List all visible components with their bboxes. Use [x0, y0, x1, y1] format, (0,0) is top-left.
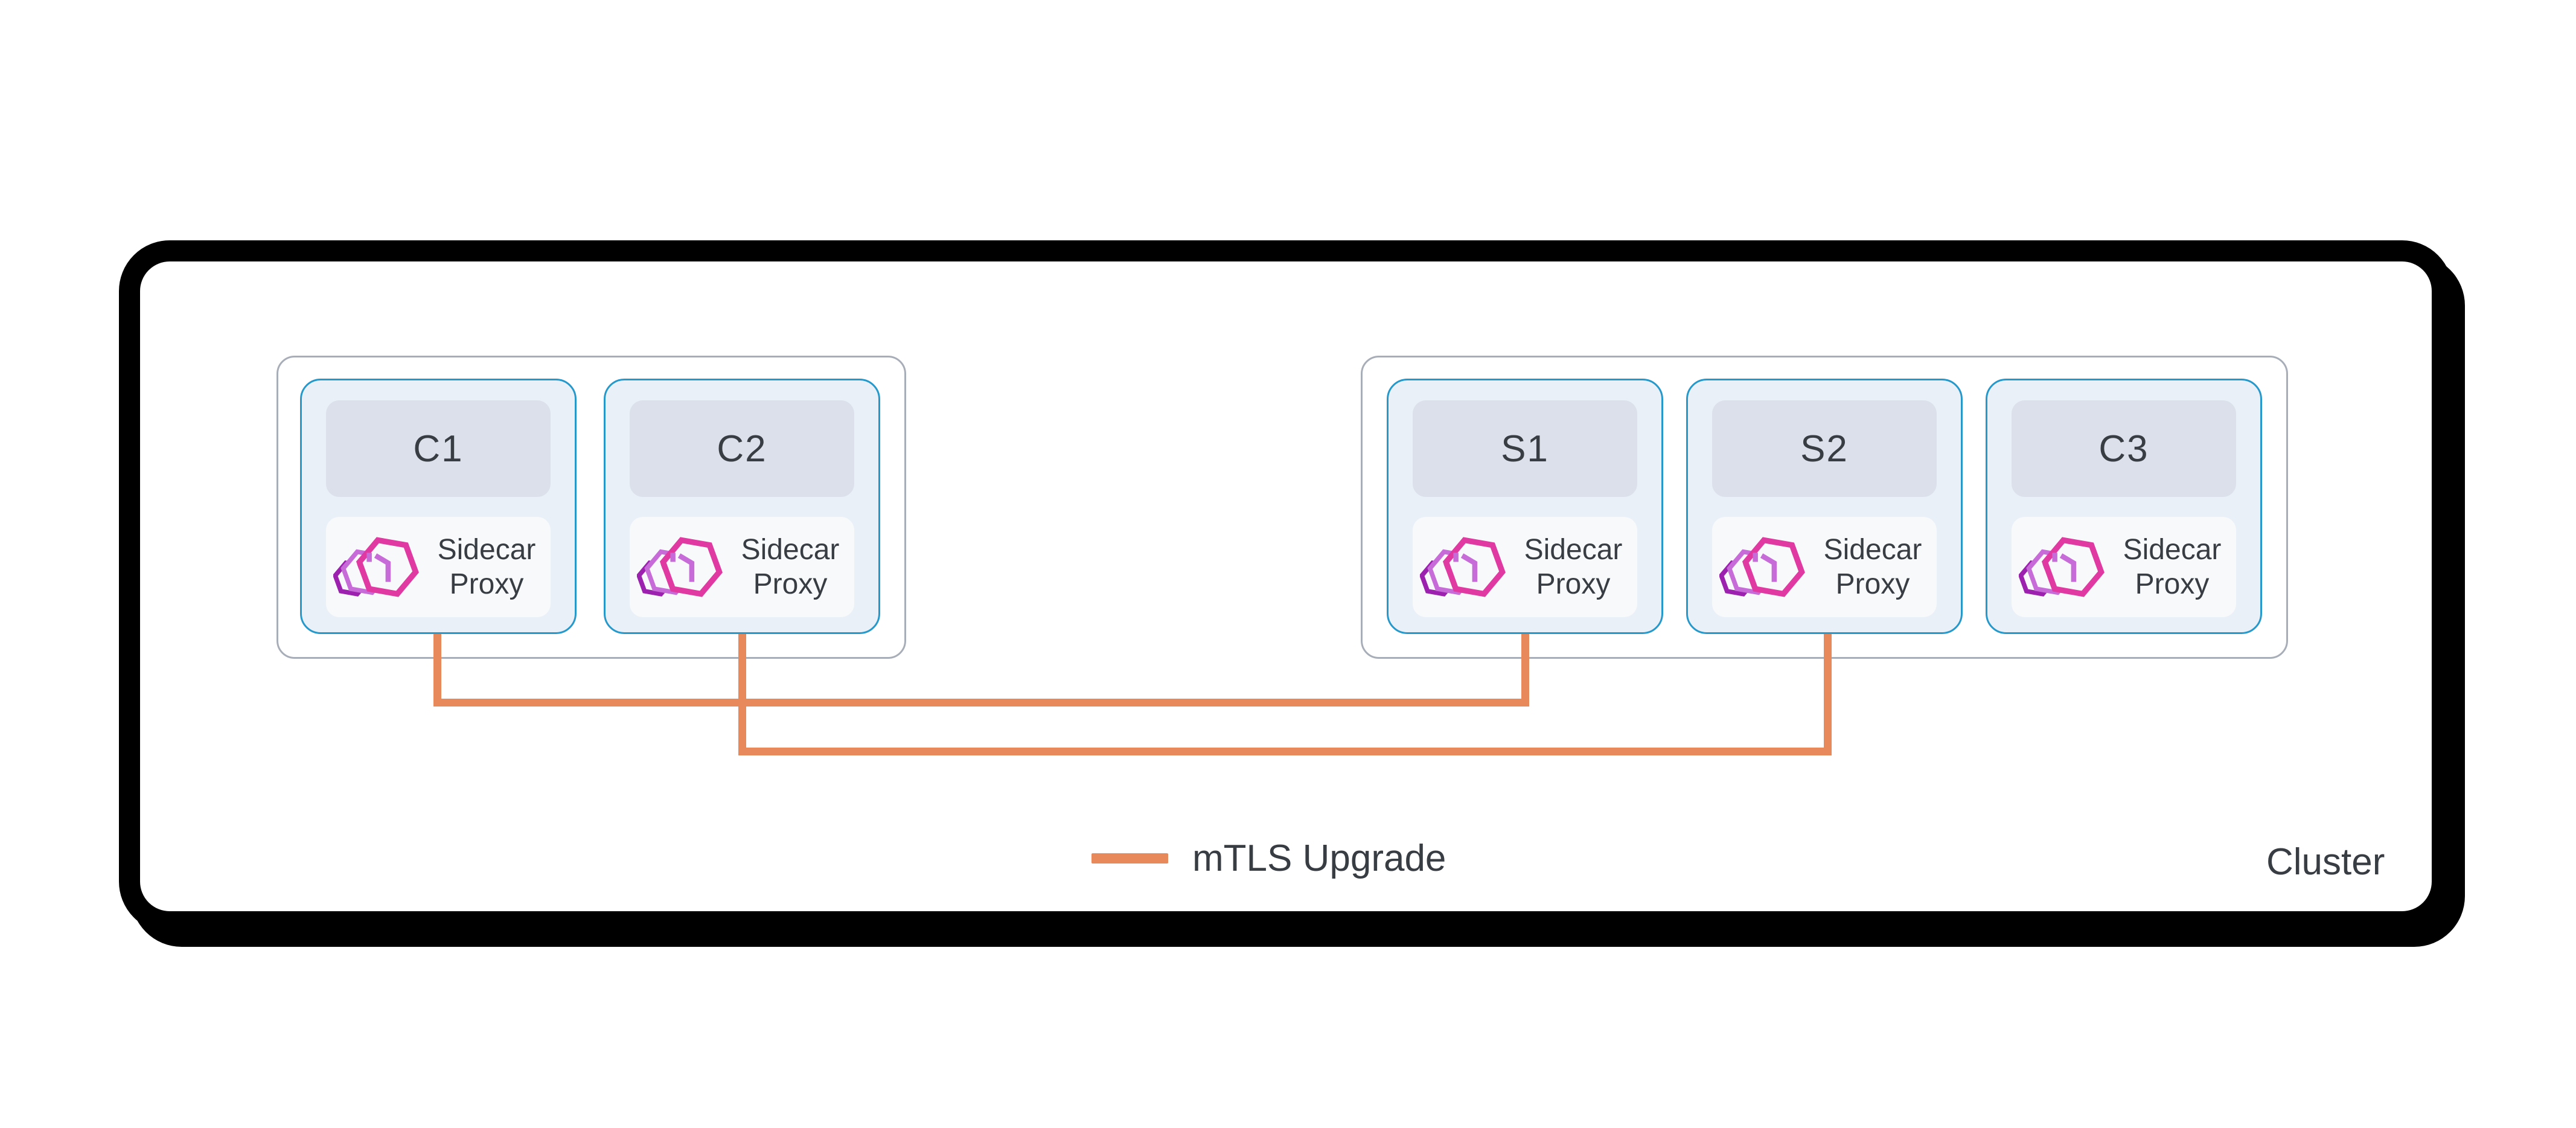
consul-sidecar-proxy-icon	[637, 536, 723, 598]
service-id-label: C2	[717, 428, 767, 470]
mtls-line-c1	[433, 634, 441, 707]
service-box-s1: S1 Sidecar Proxy	[1387, 379, 1663, 634]
consul-sidecar-proxy-icon	[2019, 536, 2105, 598]
sidecar-proxy-label: Sidecar Proxy	[1524, 534, 1623, 600]
service-id-label: C1	[413, 428, 464, 470]
service-id-box: S1	[1413, 400, 1637, 497]
sidecar-proxy-label: Sidecar Proxy	[437, 534, 536, 600]
consul-sidecar-proxy-icon	[333, 536, 419, 598]
service-id-box: C2	[630, 400, 854, 497]
sidecar-proxy-box: Sidecar Proxy	[630, 517, 854, 617]
mtls-connection-c1-s1	[433, 699, 1529, 707]
mtls-line-s2	[1824, 634, 1832, 755]
service-id-box: C1	[326, 400, 551, 497]
consul-sidecar-proxy-icon	[1420, 536, 1506, 598]
service-box-c2: C2 Sidecar Proxy	[604, 379, 880, 634]
mtls-connection-c2-s2	[738, 748, 1832, 755]
legend-label: mTLS Upgrade	[1192, 837, 1446, 879]
sidecar-proxy-box: Sidecar Proxy	[1413, 517, 1637, 617]
service-id-label: C3	[2098, 428, 2149, 470]
sidecar-proxy-label: Sidecar Proxy	[741, 534, 840, 600]
consul-sidecar-proxy-icon	[1719, 536, 1805, 598]
service-id-label: S2	[1800, 428, 1849, 470]
mtls-line-c2	[738, 634, 746, 755]
mtls-line-s1	[1521, 634, 1529, 707]
service-box-s2: S2 Sidecar Proxy	[1686, 379, 1963, 634]
service-id-box: C3	[2012, 400, 2236, 497]
sidecar-proxy-box: Sidecar Proxy	[1712, 517, 1937, 617]
mtls-line-swatch-icon	[1091, 853, 1168, 864]
service-id-box: S2	[1712, 400, 1937, 497]
sidecar-proxy-label: Sidecar Proxy	[2123, 534, 2222, 600]
cluster-label: Cluster	[2266, 841, 2385, 883]
legend: mTLS Upgrade	[1091, 836, 1446, 880]
service-id-label: S1	[1501, 428, 1549, 470]
service-box-c1: C1 Sidecar Proxy	[300, 379, 577, 634]
sidecar-proxy-label: Sidecar Proxy	[1823, 534, 1922, 600]
sidecar-proxy-box: Sidecar Proxy	[2012, 517, 2236, 617]
sidecar-proxy-box: Sidecar Proxy	[326, 517, 551, 617]
service-box-c3: C3 Sidecar Proxy	[1986, 379, 2262, 634]
